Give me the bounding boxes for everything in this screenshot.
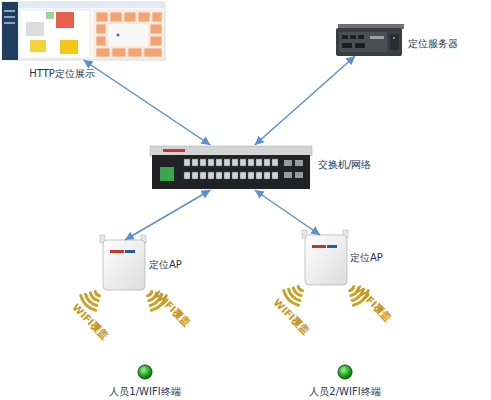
screenshot — [138, 12, 150, 22]
node-label: 人员2/WIFI终端 — [309, 386, 380, 398]
switch-device — [248, 159, 254, 166]
screenshot — [60, 40, 78, 54]
switch-device — [240, 172, 246, 179]
server-device — [336, 28, 402, 56]
connector-arrow — [255, 56, 355, 145]
ap-device — [302, 230, 348, 285]
server-device — [339, 32, 387, 52]
server-device — [390, 34, 399, 50]
switch-device — [284, 172, 292, 178]
switch-device — [272, 172, 278, 179]
server-device — [342, 43, 352, 48]
screenshot — [4, 16, 15, 18]
switch-box: 交换机/网络 — [152, 145, 310, 190]
screenshot — [2, 2, 165, 60]
switch-device — [232, 172, 238, 179]
switch-device — [192, 172, 198, 179]
switch-device — [264, 172, 270, 179]
server-device — [358, 35, 364, 39]
screenshot — [4, 10, 15, 12]
server-device — [350, 35, 356, 39]
connector-arrow — [255, 190, 320, 235]
switch-device — [184, 159, 190, 166]
switch-device — [284, 160, 292, 166]
screenshot — [124, 12, 136, 22]
switch-device — [272, 159, 278, 166]
terminal-circle: 人员2/WIFI终端 — [338, 365, 352, 379]
switch-device — [208, 172, 214, 179]
screenshot — [152, 12, 162, 22]
switch-device — [163, 149, 185, 152]
ap-box: 定位AP — [103, 240, 145, 290]
switch-device — [295, 160, 303, 166]
switch-device — [216, 172, 222, 179]
switch-device — [184, 172, 190, 179]
switch-device — [192, 159, 198, 166]
screenshot — [2, 2, 18, 60]
ap-box: 定位AP — [305, 235, 347, 285]
switch-device — [160, 167, 174, 181]
server-device — [342, 35, 348, 39]
screenshot — [108, 24, 148, 46]
screenshot — [150, 36, 162, 46]
switch-device — [248, 172, 254, 179]
switch-device — [264, 159, 270, 166]
node-label: 定位AP — [350, 252, 383, 264]
server-box: 定位服务器 — [336, 28, 402, 56]
person-marker — [338, 365, 352, 379]
node-label: HTTP定位展示 — [29, 68, 95, 80]
switch-device — [184, 159, 278, 179]
screenshot — [94, 10, 163, 58]
screenshot — [112, 48, 126, 57]
screenshot — [96, 48, 110, 57]
server-device — [370, 36, 384, 39]
server-device — [336, 24, 404, 56]
connector-arrow — [125, 190, 211, 240]
screenshot — [150, 24, 162, 34]
switch-device — [224, 159, 230, 166]
screenshot — [26, 22, 44, 36]
screenshot — [117, 34, 120, 37]
screenshot — [46, 12, 54, 19]
switch-device — [256, 159, 262, 166]
switch-device — [240, 159, 246, 166]
switch-device — [232, 159, 238, 166]
screenshot — [110, 12, 122, 22]
node-label: 交换机/网络 — [318, 159, 371, 171]
screenshot — [96, 12, 108, 22]
screenshot — [20, 10, 90, 58]
display-screenshot: HTTP定位展示 — [2, 2, 165, 60]
node-label: 定位AP — [149, 259, 182, 271]
server-device — [393, 37, 395, 39]
switch-device — [224, 172, 230, 179]
screenshot — [96, 24, 106, 34]
switch-device — [200, 159, 206, 166]
node-label: 人员1/WIFI终端 — [109, 386, 180, 398]
switch-device — [200, 172, 206, 179]
screenshot — [128, 48, 142, 57]
person-marker — [138, 365, 152, 379]
switch-device — [256, 172, 262, 179]
screenshot — [144, 48, 162, 57]
switch-device — [208, 159, 214, 166]
screenshot — [96, 36, 106, 46]
ap-device — [100, 235, 146, 290]
screenshot — [2, 2, 165, 60]
terminal-circle: 人员1/WIFI终端 — [138, 365, 152, 379]
server-device — [355, 43, 365, 48]
switch-device — [150, 146, 312, 156]
screenshot — [4, 22, 15, 24]
screenshot — [56, 12, 74, 28]
node-label: 定位服务器 — [408, 38, 458, 50]
switch-device — [150, 146, 312, 189]
screenshot — [18, 2, 165, 8]
screenshot — [30, 40, 46, 52]
connector-arrow — [84, 60, 211, 145]
switch-device — [295, 172, 303, 178]
switch-device — [216, 159, 222, 166]
switch-device — [152, 155, 310, 189]
